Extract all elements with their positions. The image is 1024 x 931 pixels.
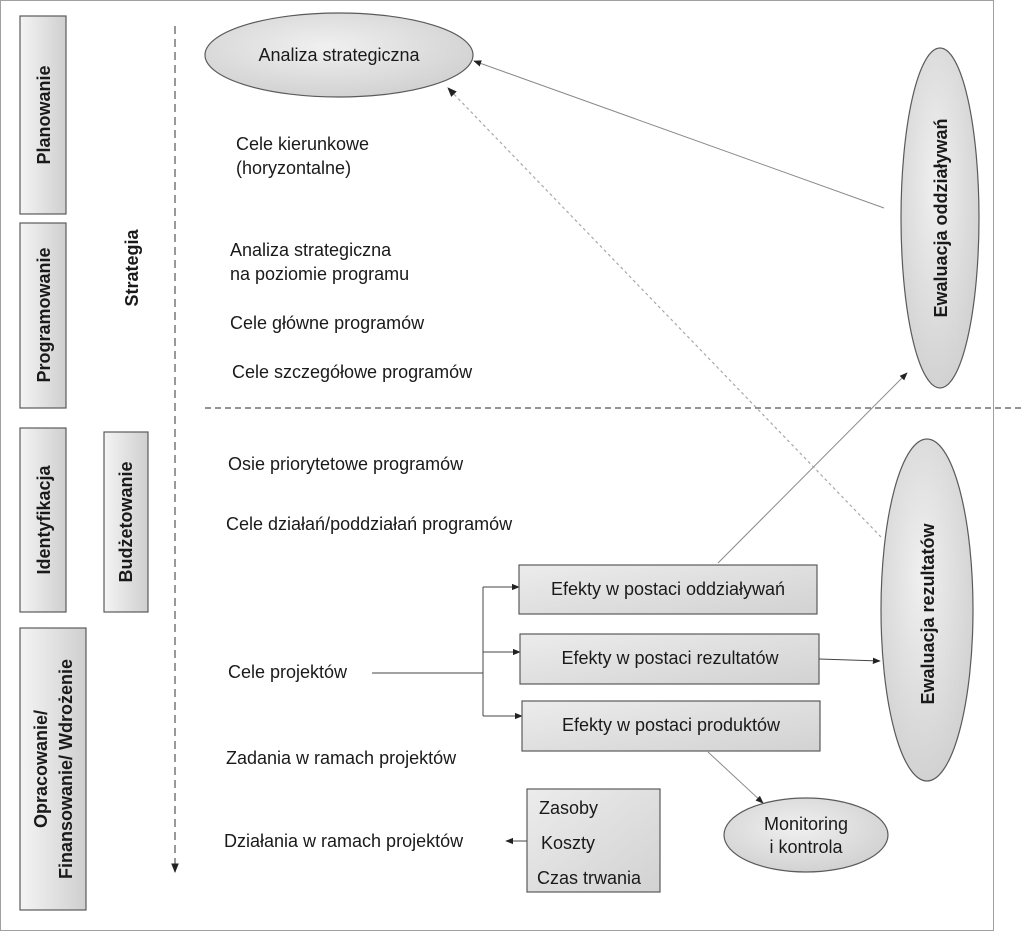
analiza-programu-line2: na poziomie programu — [230, 264, 409, 284]
phase-label-line1: Opracowanie/ — [31, 710, 51, 828]
phase-opracowanie: Opracowanie/ Finansowanie/ Wdrożenie — [19, 627, 87, 911]
resource-czas: Czas trwania — [537, 868, 642, 888]
effect-box-oddzialywan: Efekty w postaci oddziaływań — [518, 564, 818, 615]
effect-box-produktow: Efekty w postaci produktów — [521, 700, 821, 752]
effect-label: Efekty w postaci produktów — [562, 715, 781, 735]
phase-box — [19, 222, 67, 409]
cele-szczegolowe: Cele szczegółowe programów — [232, 362, 473, 382]
phase-box — [19, 15, 67, 215]
ewaluacja-rezultatow-to-analiza-dotted — [447, 87, 882, 538]
effect-label: Efekty w postaci oddziaływań — [551, 579, 785, 599]
phase-programowanie: Programowanie — [19, 222, 67, 409]
phase-box — [19, 627, 87, 911]
budzetowanie-box: Budżetowanie — [103, 431, 149, 613]
effect-box-rezultatow: Efekty w postaci rezultatów — [519, 633, 820, 685]
produkty-to-monitoring-arrow — [707, 751, 764, 804]
cele-projektow: Cele projektów — [228, 662, 348, 682]
ewaluacja-oddzialywan-to-analiza-arrow — [473, 60, 885, 209]
monitoring-ellipse: Monitoring i kontrola — [723, 797, 889, 873]
dzialania: Działania w ramach projektów — [224, 831, 464, 851]
cele-kierunkowe-line2: (horyzontalne) — [236, 158, 351, 178]
ewaluacja-rezultatow-ellipse: Ewaluacja rezultatów — [880, 438, 974, 782]
phase-label: Planowanie — [34, 65, 54, 164]
resource-koszty: Koszty — [541, 833, 595, 853]
analiza-strategiczna-label: Analiza strategiczna — [258, 45, 420, 65]
resource-zasoby: Zasoby — [539, 798, 598, 818]
budzetowanie-rect — [103, 431, 149, 613]
phase-box — [19, 427, 67, 613]
ewaluacja-rezultatow-label: Ewaluacja rezultatów — [918, 522, 938, 704]
monitoring-line1: Monitoring — [764, 814, 848, 834]
zadania: Zadania w ramach projektów — [226, 748, 457, 768]
phase-label-line2: Finansowanie/ Wdrożenie — [56, 659, 76, 879]
ewaluacja-oddzialywan-ellipse: Ewaluacja oddziaływań — [900, 47, 980, 389]
budzetowanie-label: Budżetowanie — [116, 461, 136, 582]
analiza-programu-line1: Analiza strategiczna — [230, 240, 392, 260]
phase-label: Identyfikacja — [34, 464, 54, 574]
cele-kierunkowe-line1: Cele kierunkowe — [236, 134, 369, 154]
cele-glowne: Cele główne programów — [230, 313, 425, 333]
phase-planowanie: Planowanie — [19, 15, 67, 215]
phase-label: Programowanie — [34, 247, 54, 382]
oddzialywania-to-ewaluacja-arrow — [717, 372, 908, 564]
diagram-frame — [0, 0, 994, 931]
cele-dzialan: Cele działań/poddziałań programów — [226, 514, 513, 534]
phase-identyfikacja: Identyfikacja — [19, 427, 67, 613]
effect-label: Efekty w postaci rezultatów — [561, 648, 779, 668]
ewaluacja-oddzialywan-label: Ewaluacja oddziaływań — [931, 118, 951, 317]
osie-priorytetowe: Osie priorytetowe programów — [228, 454, 464, 474]
monitoring-line2: i kontrola — [769, 837, 843, 857]
rezultaty-to-ewaluacja-arrow — [818, 657, 881, 664]
resources-box: Zasoby Koszty Czas trwania — [526, 788, 661, 893]
analiza-strategiczna-ellipse: Analiza strategiczna — [204, 12, 474, 98]
strategia-label: Strategia — [122, 228, 142, 306]
